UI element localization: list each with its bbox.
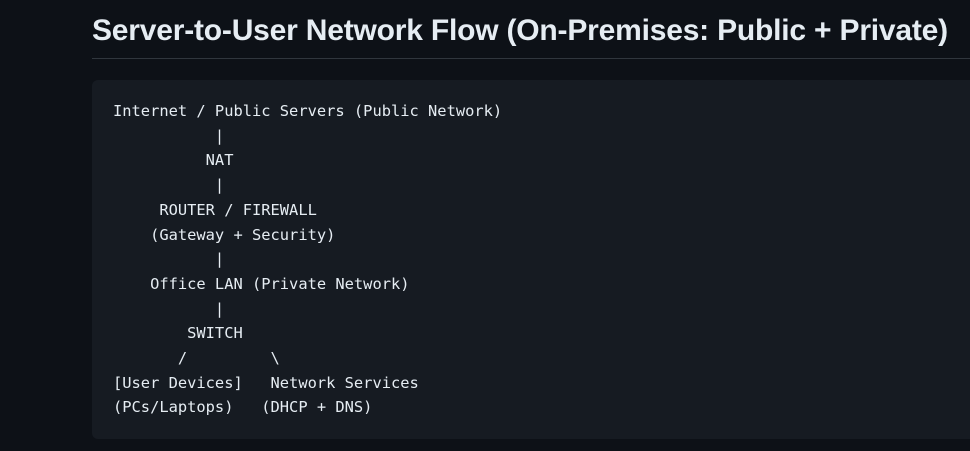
title-divider	[92, 58, 970, 59]
diagram-line: ROUTER / FIREWALL	[113, 200, 317, 219]
diagram-line: NAT	[113, 151, 234, 170]
diagram-line: |	[113, 299, 225, 318]
diagram-line: |	[113, 126, 225, 145]
diagram-line: |	[113, 176, 225, 195]
code-block: Internet / Public Servers (Public Networ…	[92, 80, 970, 439]
diagram-line: Internet / Public Servers (Public Networ…	[113, 102, 503, 120]
diagram-line: (Gateway + Security)	[113, 225, 336, 244]
diagram-line: |	[113, 250, 225, 269]
diagram-line: [User Devices] Network Services	[113, 373, 419, 392]
page-title: Server-to-User Network Flow (On-Premises…	[92, 14, 948, 47]
diagram-line: (PCs/Laptops) (DHCP + DNS)	[113, 398, 373, 417]
diagram-line: / \	[113, 349, 280, 368]
diagram-line: SWITCH	[113, 324, 243, 343]
diagram-line: Office LAN (Private Network)	[113, 274, 410, 293]
network-diagram-text: Internet / Public Servers (Public Networ…	[113, 99, 970, 420]
